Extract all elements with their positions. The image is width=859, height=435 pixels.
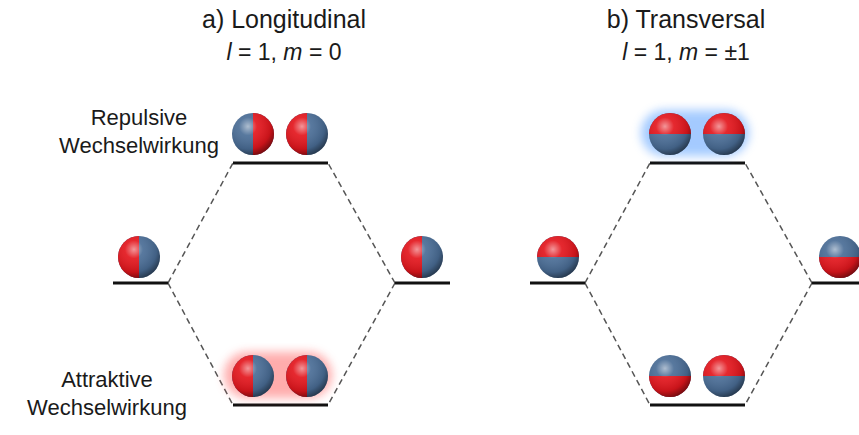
dipole-sphere <box>819 236 859 278</box>
quantum-numbers: l = 1, m = ±1 <box>536 38 836 67</box>
panel-heading: a) Longitudinal <box>134 4 434 35</box>
energy-levels <box>113 163 859 405</box>
attractive-glow <box>224 352 332 398</box>
dipole-sphere <box>703 355 745 397</box>
dipole-sphere <box>537 236 579 278</box>
repulsive-glow <box>641 110 749 156</box>
dipole-sphere <box>286 355 328 397</box>
quantum-numbers: l = 1, m = 0 <box>134 38 434 67</box>
dipole-sphere <box>232 355 274 397</box>
interaction-label: Attraktive Wechselwirkung <box>12 366 202 422</box>
correlation-lines <box>168 163 812 405</box>
panel-heading: b) Transversal <box>536 4 836 35</box>
dipole-sphere <box>286 113 328 155</box>
dipole-sphere <box>118 236 160 278</box>
dipole-sphere <box>401 236 443 278</box>
dipole-sphere <box>649 113 691 155</box>
dipole-sphere <box>649 355 691 397</box>
dipole-sphere <box>703 113 745 155</box>
dipole-sphere <box>232 113 274 155</box>
interaction-label: Repulsive Wechselwirkung <box>44 104 234 160</box>
